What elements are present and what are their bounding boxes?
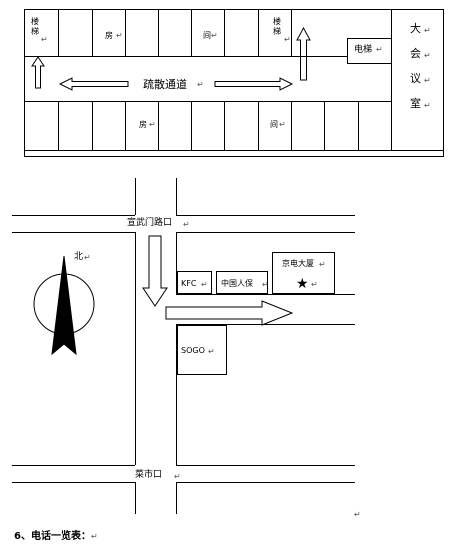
paragraph-mark: ↵ (183, 220, 190, 229)
conference-room-char-3: 议 (410, 72, 421, 85)
room-bottom-label-2: 间 (270, 120, 278, 129)
corridor-label: 疏散通道 (143, 78, 187, 91)
building-picc-label: 中国人保 (221, 279, 253, 288)
paragraph-mark: ↵ (424, 51, 431, 60)
paragraph-mark: ↵ (424, 101, 431, 110)
paragraph-mark: ↵ (354, 510, 361, 519)
paragraph-mark: ↵ (284, 35, 291, 44)
building-kfc-label: KFC (181, 279, 197, 288)
road-bottom-label: 菜市口 (135, 470, 163, 480)
paragraph-mark: ↵ (424, 26, 431, 35)
north-label: 北 (74, 252, 84, 262)
paragraph-mark: ↵ (279, 120, 286, 129)
building-jingdian-label: 京电大厦 (282, 259, 314, 268)
paragraph-mark: ↵ (116, 31, 123, 40)
elevator-label: 电梯 (354, 45, 373, 55)
paragraph-mark: ↵ (208, 347, 215, 356)
paragraph-mark: ↵ (376, 45, 383, 54)
star-icon: ★ (296, 276, 309, 292)
room-bottom-label-1: 房 (139, 120, 147, 129)
paragraph-mark: ↵ (90, 532, 98, 541)
conference-room-char-2: 会 (410, 47, 421, 60)
stairs-right-label: 楼梯 (273, 17, 281, 36)
conference-room-char-4: 室 (410, 97, 421, 110)
paragraph-mark: ↵ (174, 472, 181, 481)
section-heading-text: 6、电话一览表： (14, 531, 91, 542)
paragraph-mark: ↵ (319, 260, 326, 269)
paragraph-mark: ↵ (311, 280, 318, 289)
paragraph-mark: ↵ (262, 280, 269, 289)
stairs-left-label: 楼梯 (31, 17, 39, 36)
road-top-label: 宣武门路口 (127, 218, 173, 228)
paragraph-mark: ↵ (197, 80, 204, 89)
paragraph-mark: ↵ (149, 120, 156, 129)
paragraph-mark: ↵ (424, 76, 431, 85)
room-top-label-2: 间 (203, 31, 211, 40)
paragraph-mark: ↵ (211, 31, 218, 40)
room-top-label-1: 房 (105, 31, 113, 40)
section-heading: 6、电话一览表：↵ (14, 527, 98, 542)
conference-room-char-1: 大 (410, 22, 421, 35)
paragraph-mark: ↵ (201, 280, 208, 289)
paragraph-mark: ↵ (41, 35, 48, 44)
building-sogo-label: SOGO (181, 346, 205, 355)
paragraph-mark: ↵ (84, 253, 91, 262)
